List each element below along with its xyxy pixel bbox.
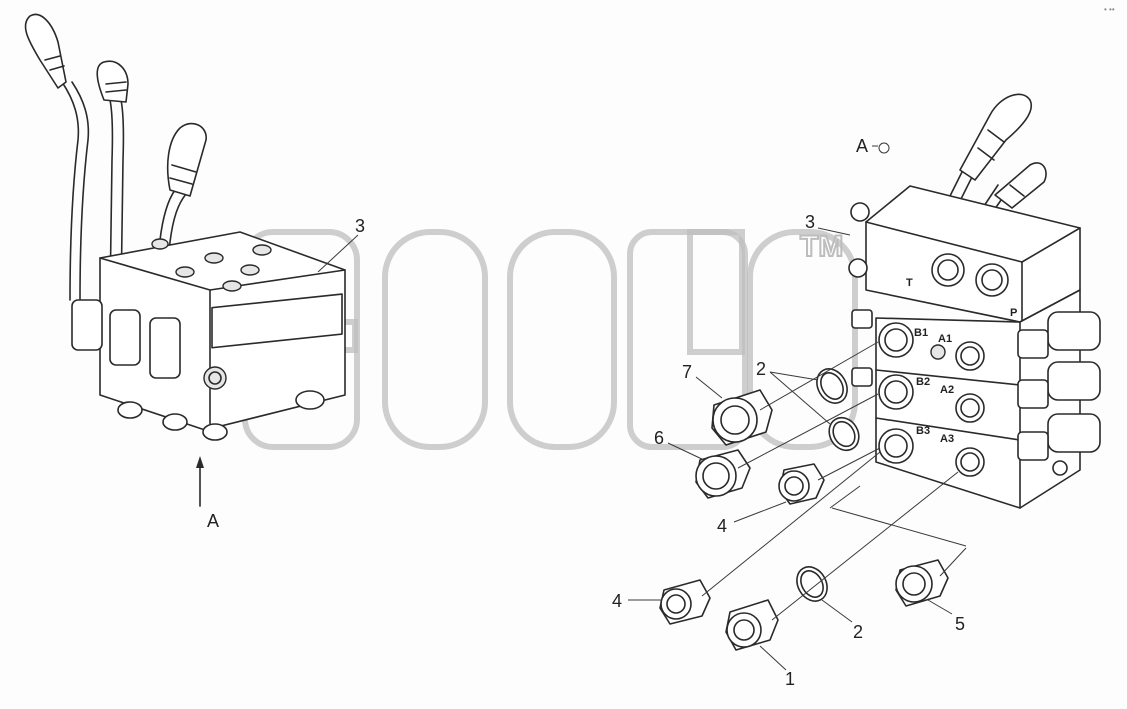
fitting-1 (725, 599, 779, 651)
assembly-lines (701, 341, 967, 621)
view-marker-icon (878, 142, 890, 154)
top-plugs (151, 238, 272, 292)
port-P: P (1010, 307, 1017, 319)
valve-assembly-left: A 3 (24, 13, 365, 531)
view-arrow-label: A (207, 511, 219, 531)
callout-6: 6 (654, 428, 664, 448)
port-T: T (906, 277, 913, 289)
fitting-4-middle (778, 463, 825, 505)
port-A1: A1 (938, 333, 952, 345)
callout-1: 1 (785, 669, 795, 689)
callout-3: 3 (805, 212, 815, 232)
callout-4-lower: 4 (612, 591, 622, 611)
port-A3: A3 (940, 433, 954, 445)
leader-left-3 (317, 234, 359, 273)
control-levers-right (947, 93, 1047, 217)
fitting-5 (895, 559, 949, 607)
callout-4-middle: 4 (717, 516, 727, 536)
watermark-logo: TM (242, 229, 858, 450)
o-ring-2-lower (796, 566, 828, 602)
callout-5: 5 (955, 614, 965, 634)
fitting-7 (711, 389, 773, 446)
callouts: 3 7 2 6 4 4 2 5 1 (612, 212, 965, 689)
fitting-4-lower (659, 579, 711, 625)
bottom-fittings (117, 390, 325, 441)
fitting-6 (695, 449, 751, 499)
o-ring-2-upper (816, 368, 848, 404)
o-ring-2-middle (828, 416, 860, 452)
corner-mark: • •• (1104, 5, 1115, 14)
spool-ends (71, 299, 227, 390)
callout-7: 7 (682, 362, 692, 382)
callout-2-lower: 2 (853, 622, 863, 642)
valve-assembly-right: A T P (612, 93, 1101, 689)
control-levers (24, 13, 207, 313)
side-caps (851, 309, 1101, 476)
callout-2-upper: 2 (756, 359, 766, 379)
view-title: A (856, 136, 868, 156)
port-B2: B2 (916, 376, 930, 388)
callout-left-3: 3 (355, 216, 365, 236)
port-A2: A2 (940, 384, 954, 396)
view-arrow-head (196, 456, 204, 468)
port-B1: B1 (914, 327, 928, 339)
port-B3: B3 (916, 425, 930, 437)
watermark-trademark: TM (800, 230, 843, 263)
work-ports (878, 322, 985, 477)
